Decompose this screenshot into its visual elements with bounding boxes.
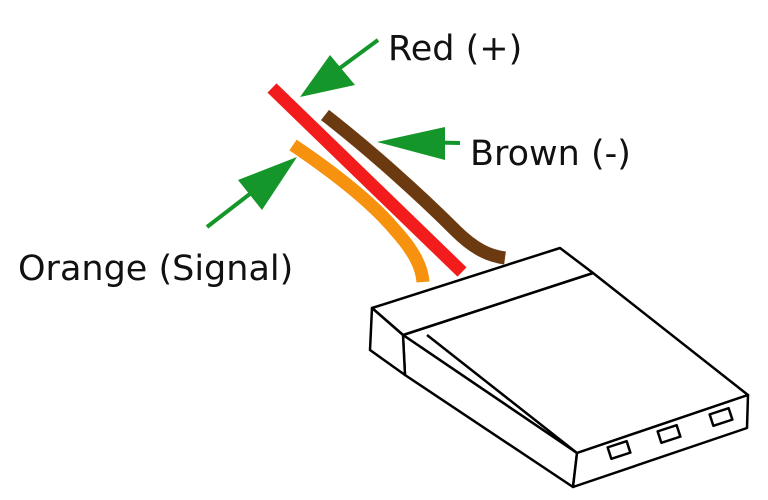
connector-housing xyxy=(368,246,750,489)
red-label: Red (+) xyxy=(388,29,522,69)
connector-side-strip xyxy=(426,334,578,454)
pin-slot xyxy=(656,423,682,445)
pin-slot xyxy=(606,439,632,461)
brown-wire xyxy=(321,109,507,265)
orange-arrow-icon xyxy=(205,157,297,229)
red-wire xyxy=(267,83,467,277)
orange-label: Orange (Signal) xyxy=(18,249,293,289)
pin-slot xyxy=(708,406,734,428)
red-arrow-icon xyxy=(300,38,380,97)
brown-label: Brown (-) xyxy=(470,134,631,174)
connector-collar-front xyxy=(368,306,407,377)
brown-arrow-icon xyxy=(377,127,461,160)
orange-wire xyxy=(289,139,430,283)
